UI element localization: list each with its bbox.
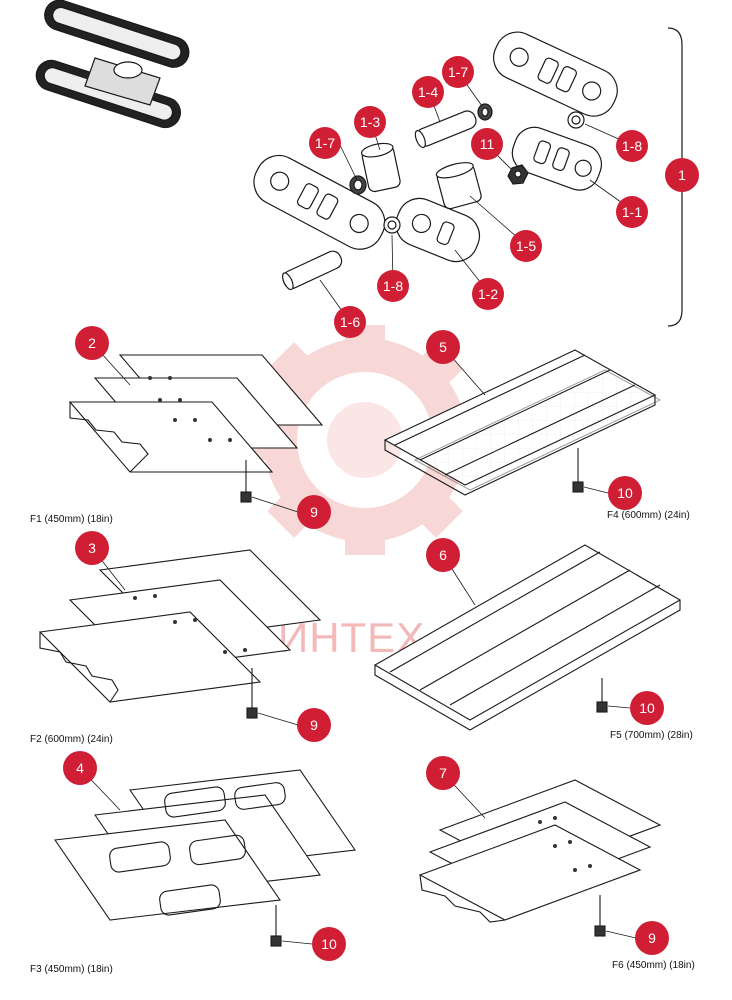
svg-text:1-8: 1-8: [383, 278, 403, 294]
callout-9-f2: 9: [297, 708, 331, 742]
callout-1-8-left: 1-8: [377, 270, 409, 302]
callout-1-8-right: 1-8: [616, 130, 648, 162]
link-1-1: [511, 126, 602, 191]
callout-10-f5: 10: [630, 691, 664, 725]
link-left: [253, 154, 386, 250]
svg-text:3: 3: [88, 540, 96, 556]
svg-text:1-7: 1-7: [315, 135, 335, 151]
shoe-f6-illustration: [418, 779, 662, 937]
undercarriage-illustration: [35, 0, 190, 129]
link-1-2: [395, 197, 481, 263]
shoe-f1-illustration: [68, 354, 324, 503]
callout-7: 7: [426, 756, 460, 790]
callout-3: 3: [75, 531, 109, 565]
svg-text:1: 1: [678, 167, 686, 183]
callout-1-3: 1-3: [354, 106, 386, 138]
link-upper-right: [493, 31, 618, 117]
svg-text:4: 4: [76, 760, 84, 776]
callout-9-f6: 9: [635, 921, 669, 955]
caption-f6: F6 (450mm) (18in): [612, 960, 695, 971]
callout-1-1: 1-1: [616, 196, 648, 228]
callout-1-6: 1-6: [334, 306, 366, 338]
shoe-captions: F1 (450mm) (18in) F2 (600mm) (24in) F3 (…: [30, 510, 695, 975]
svg-text:10: 10: [639, 700, 655, 716]
caption-f2: F2 (600mm) (24in): [30, 734, 113, 745]
callout-1-7-left: 1-7: [309, 127, 341, 159]
callout-2: 2: [75, 326, 109, 360]
svg-text:1-2: 1-2: [478, 286, 498, 302]
caption-f4: F4 (600mm) (24in): [607, 510, 690, 521]
svg-text:2: 2: [88, 335, 96, 351]
svg-text:1-1: 1-1: [622, 204, 642, 220]
callout-11: 11: [471, 128, 503, 160]
callout-1-5: 1-5: [510, 230, 542, 262]
svg-text:9: 9: [310, 504, 318, 520]
callout-1: 1: [665, 158, 699, 192]
callout-1-2: 1-2: [472, 278, 504, 310]
svg-text:1-5: 1-5: [516, 238, 536, 254]
callout-10-f3: 10: [312, 927, 346, 961]
svg-text:10: 10: [321, 936, 337, 952]
callout-markers: 1 1-1 1-2 1-3 1-4 1-5 1-6 1-7 1-7 1-8 1-…: [63, 56, 699, 961]
callout-10-f4: 10: [608, 476, 642, 510]
caption-f1: F1 (450mm) (18in): [30, 514, 113, 525]
shoe-f5-illustration: [373, 544, 682, 731]
svg-text:1-6: 1-6: [340, 314, 360, 330]
svg-text:1-3: 1-3: [360, 114, 380, 130]
svg-text:1-7: 1-7: [448, 64, 468, 80]
track-link-parts: [253, 31, 618, 291]
svg-text:6: 6: [439, 547, 447, 563]
shoe-f2-illustration: [38, 549, 322, 719]
shoe-f4-illustration: [383, 349, 662, 496]
svg-text:1-4: 1-4: [418, 84, 438, 100]
callout-1-7-right: 1-7: [442, 56, 474, 88]
svg-text:11: 11: [480, 136, 495, 152]
callout-1-4: 1-4: [412, 76, 444, 108]
callout-4: 4: [63, 751, 97, 785]
svg-text:7: 7: [439, 765, 447, 781]
shoe-f3-illustration: [54, 769, 356, 947]
svg-text:1-8: 1-8: [622, 138, 642, 154]
svg-text:5: 5: [439, 339, 447, 355]
callout-5: 5: [426, 330, 460, 364]
svg-text:9: 9: [310, 717, 318, 733]
svg-text:9: 9: [648, 930, 656, 946]
caption-f3: F3 (450mm) (18in): [30, 964, 113, 975]
caption-f5: F5 (700mm) (28in): [610, 730, 693, 741]
svg-text:10: 10: [617, 485, 633, 501]
callout-6: 6: [426, 538, 460, 572]
callout-9-f1: 9: [297, 495, 331, 529]
